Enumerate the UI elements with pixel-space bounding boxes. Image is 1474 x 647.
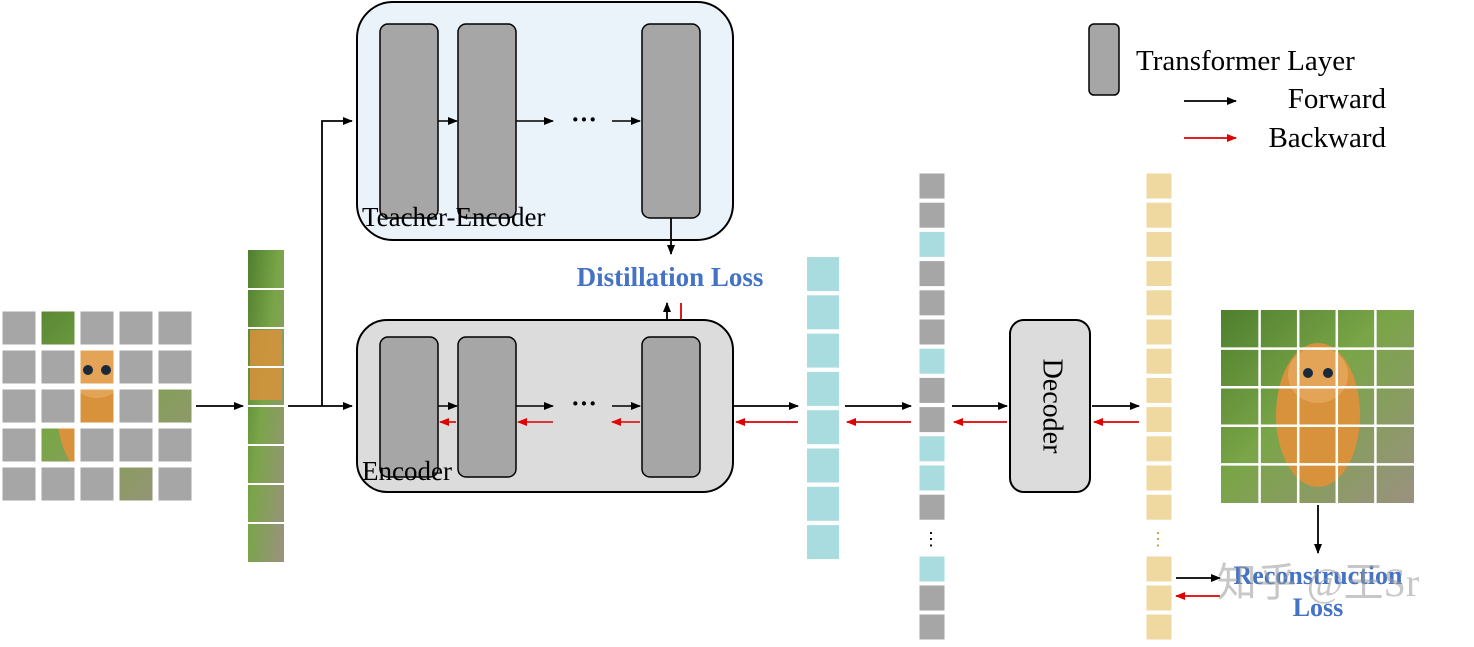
decoder-block: Decoder bbox=[1009, 319, 1091, 493]
decoder-output-column bbox=[1145, 172, 1173, 641]
visible-token bbox=[918, 230, 946, 258]
masked-patch bbox=[77, 464, 117, 504]
reconstructed-image bbox=[1221, 310, 1414, 503]
masked-patch bbox=[38, 347, 78, 387]
transformer-layer bbox=[641, 336, 701, 478]
decoded-token bbox=[1145, 289, 1173, 317]
decoded-token bbox=[1145, 613, 1173, 641]
mask-token bbox=[918, 613, 946, 641]
visible-token bbox=[918, 555, 946, 583]
decoded-token bbox=[1145, 555, 1173, 583]
teacher-encoder-block: ··· Teacher-Encoder bbox=[356, 1, 734, 241]
decoded-token bbox=[1145, 230, 1173, 258]
legend-backward-label: Backward bbox=[1268, 122, 1386, 154]
decoded-token bbox=[1145, 584, 1173, 612]
transformer-layer bbox=[457, 336, 517, 478]
latent-token bbox=[805, 523, 841, 562]
layers-ellipsis: ··· bbox=[571, 389, 597, 418]
mask-token bbox=[918, 201, 946, 229]
encoder-block: ··· Encoder bbox=[356, 319, 734, 493]
latent-token bbox=[805, 484, 841, 523]
masked-patch bbox=[155, 308, 195, 348]
output-vertical-ellipsis: ⋮ bbox=[1149, 529, 1167, 549]
decoded-token bbox=[1145, 464, 1173, 492]
decoder-label: Decoder bbox=[1037, 359, 1068, 455]
legend-layer-swatch bbox=[1088, 23, 1120, 96]
visible-token bbox=[918, 435, 946, 463]
transformer-layer bbox=[457, 23, 517, 219]
legend-forward-label: Forward bbox=[1288, 83, 1387, 115]
masked-patch bbox=[0, 347, 39, 387]
mask-token bbox=[918, 376, 946, 404]
visible-patch bbox=[38, 308, 78, 348]
decoded-token bbox=[1145, 260, 1173, 288]
latent-token bbox=[805, 293, 841, 332]
masked-patch bbox=[0, 308, 39, 348]
visible-patch bbox=[77, 386, 117, 426]
layers-ellipsis: ··· bbox=[571, 105, 597, 134]
decoded-token bbox=[1145, 493, 1173, 521]
visible-patch bbox=[116, 464, 156, 504]
visible-patch bbox=[38, 425, 78, 465]
masked-patch bbox=[0, 386, 39, 426]
transformer-layer bbox=[379, 23, 439, 219]
masked-patch bbox=[0, 425, 39, 465]
masked-patch bbox=[77, 425, 117, 465]
teacher-encoder-label: Teacher-Encoder bbox=[362, 202, 545, 232]
latent-token bbox=[805, 446, 841, 485]
visible-patch-column bbox=[248, 250, 284, 562]
decoded-token bbox=[1145, 201, 1173, 229]
visible-patch bbox=[155, 386, 195, 426]
legend-layer-label: Transformer Layer bbox=[1136, 45, 1355, 77]
masked-patch bbox=[0, 464, 39, 504]
mask-token bbox=[918, 289, 946, 317]
masked-patch bbox=[116, 425, 156, 465]
visible-patch bbox=[77, 347, 117, 387]
masked-patch bbox=[38, 386, 78, 426]
tokens-vertical-ellipsis: ⋮ bbox=[922, 529, 940, 549]
transformer-layer bbox=[641, 23, 701, 219]
decoded-token bbox=[1145, 347, 1173, 375]
mask-token bbox=[918, 584, 946, 612]
mask-token bbox=[918, 172, 946, 200]
encoder-label: Encoder bbox=[362, 456, 452, 486]
masked-patch bbox=[38, 464, 78, 504]
mask-token bbox=[918, 260, 946, 288]
masked-patch bbox=[155, 464, 195, 504]
masked-patch bbox=[116, 308, 156, 348]
masked-patch bbox=[77, 308, 117, 348]
latent-token bbox=[805, 369, 841, 408]
full-token-column bbox=[918, 172, 946, 641]
mask-grid bbox=[0, 308, 195, 504]
transformer-layer bbox=[379, 336, 439, 478]
mask-token bbox=[918, 406, 946, 434]
masked-patch bbox=[116, 386, 156, 426]
decoded-token bbox=[1145, 172, 1173, 200]
masked-patch bbox=[116, 347, 156, 387]
cat-head bbox=[1288, 347, 1348, 403]
distillation-loss-label: Distillation Loss bbox=[577, 262, 764, 292]
reconstruction-loss-label-line1: Reconstruction bbox=[1234, 561, 1404, 590]
masked-input-image bbox=[0, 308, 195, 504]
decoded-token bbox=[1145, 376, 1173, 404]
decoded-token bbox=[1145, 406, 1173, 434]
watermark: 知乎 @王Sr bbox=[1217, 560, 1419, 605]
legend: Transformer Layer Forward Backward bbox=[1088, 23, 1387, 154]
masked-patch bbox=[155, 425, 195, 465]
forward-arrow bbox=[321, 117, 353, 406]
decoded-token bbox=[1145, 435, 1173, 463]
visible-token bbox=[918, 464, 946, 492]
latent-token bbox=[805, 331, 841, 370]
latent-token bbox=[805, 408, 841, 447]
reconstruction-loss-label-line2: Loss bbox=[1293, 593, 1344, 622]
masked-patch bbox=[155, 347, 195, 387]
mask-token bbox=[918, 318, 946, 346]
visible-token bbox=[918, 347, 946, 375]
mask-token bbox=[918, 493, 946, 521]
latent-token bbox=[805, 255, 841, 293]
latent-token-column bbox=[805, 255, 841, 562]
decoded-token bbox=[1145, 318, 1173, 346]
